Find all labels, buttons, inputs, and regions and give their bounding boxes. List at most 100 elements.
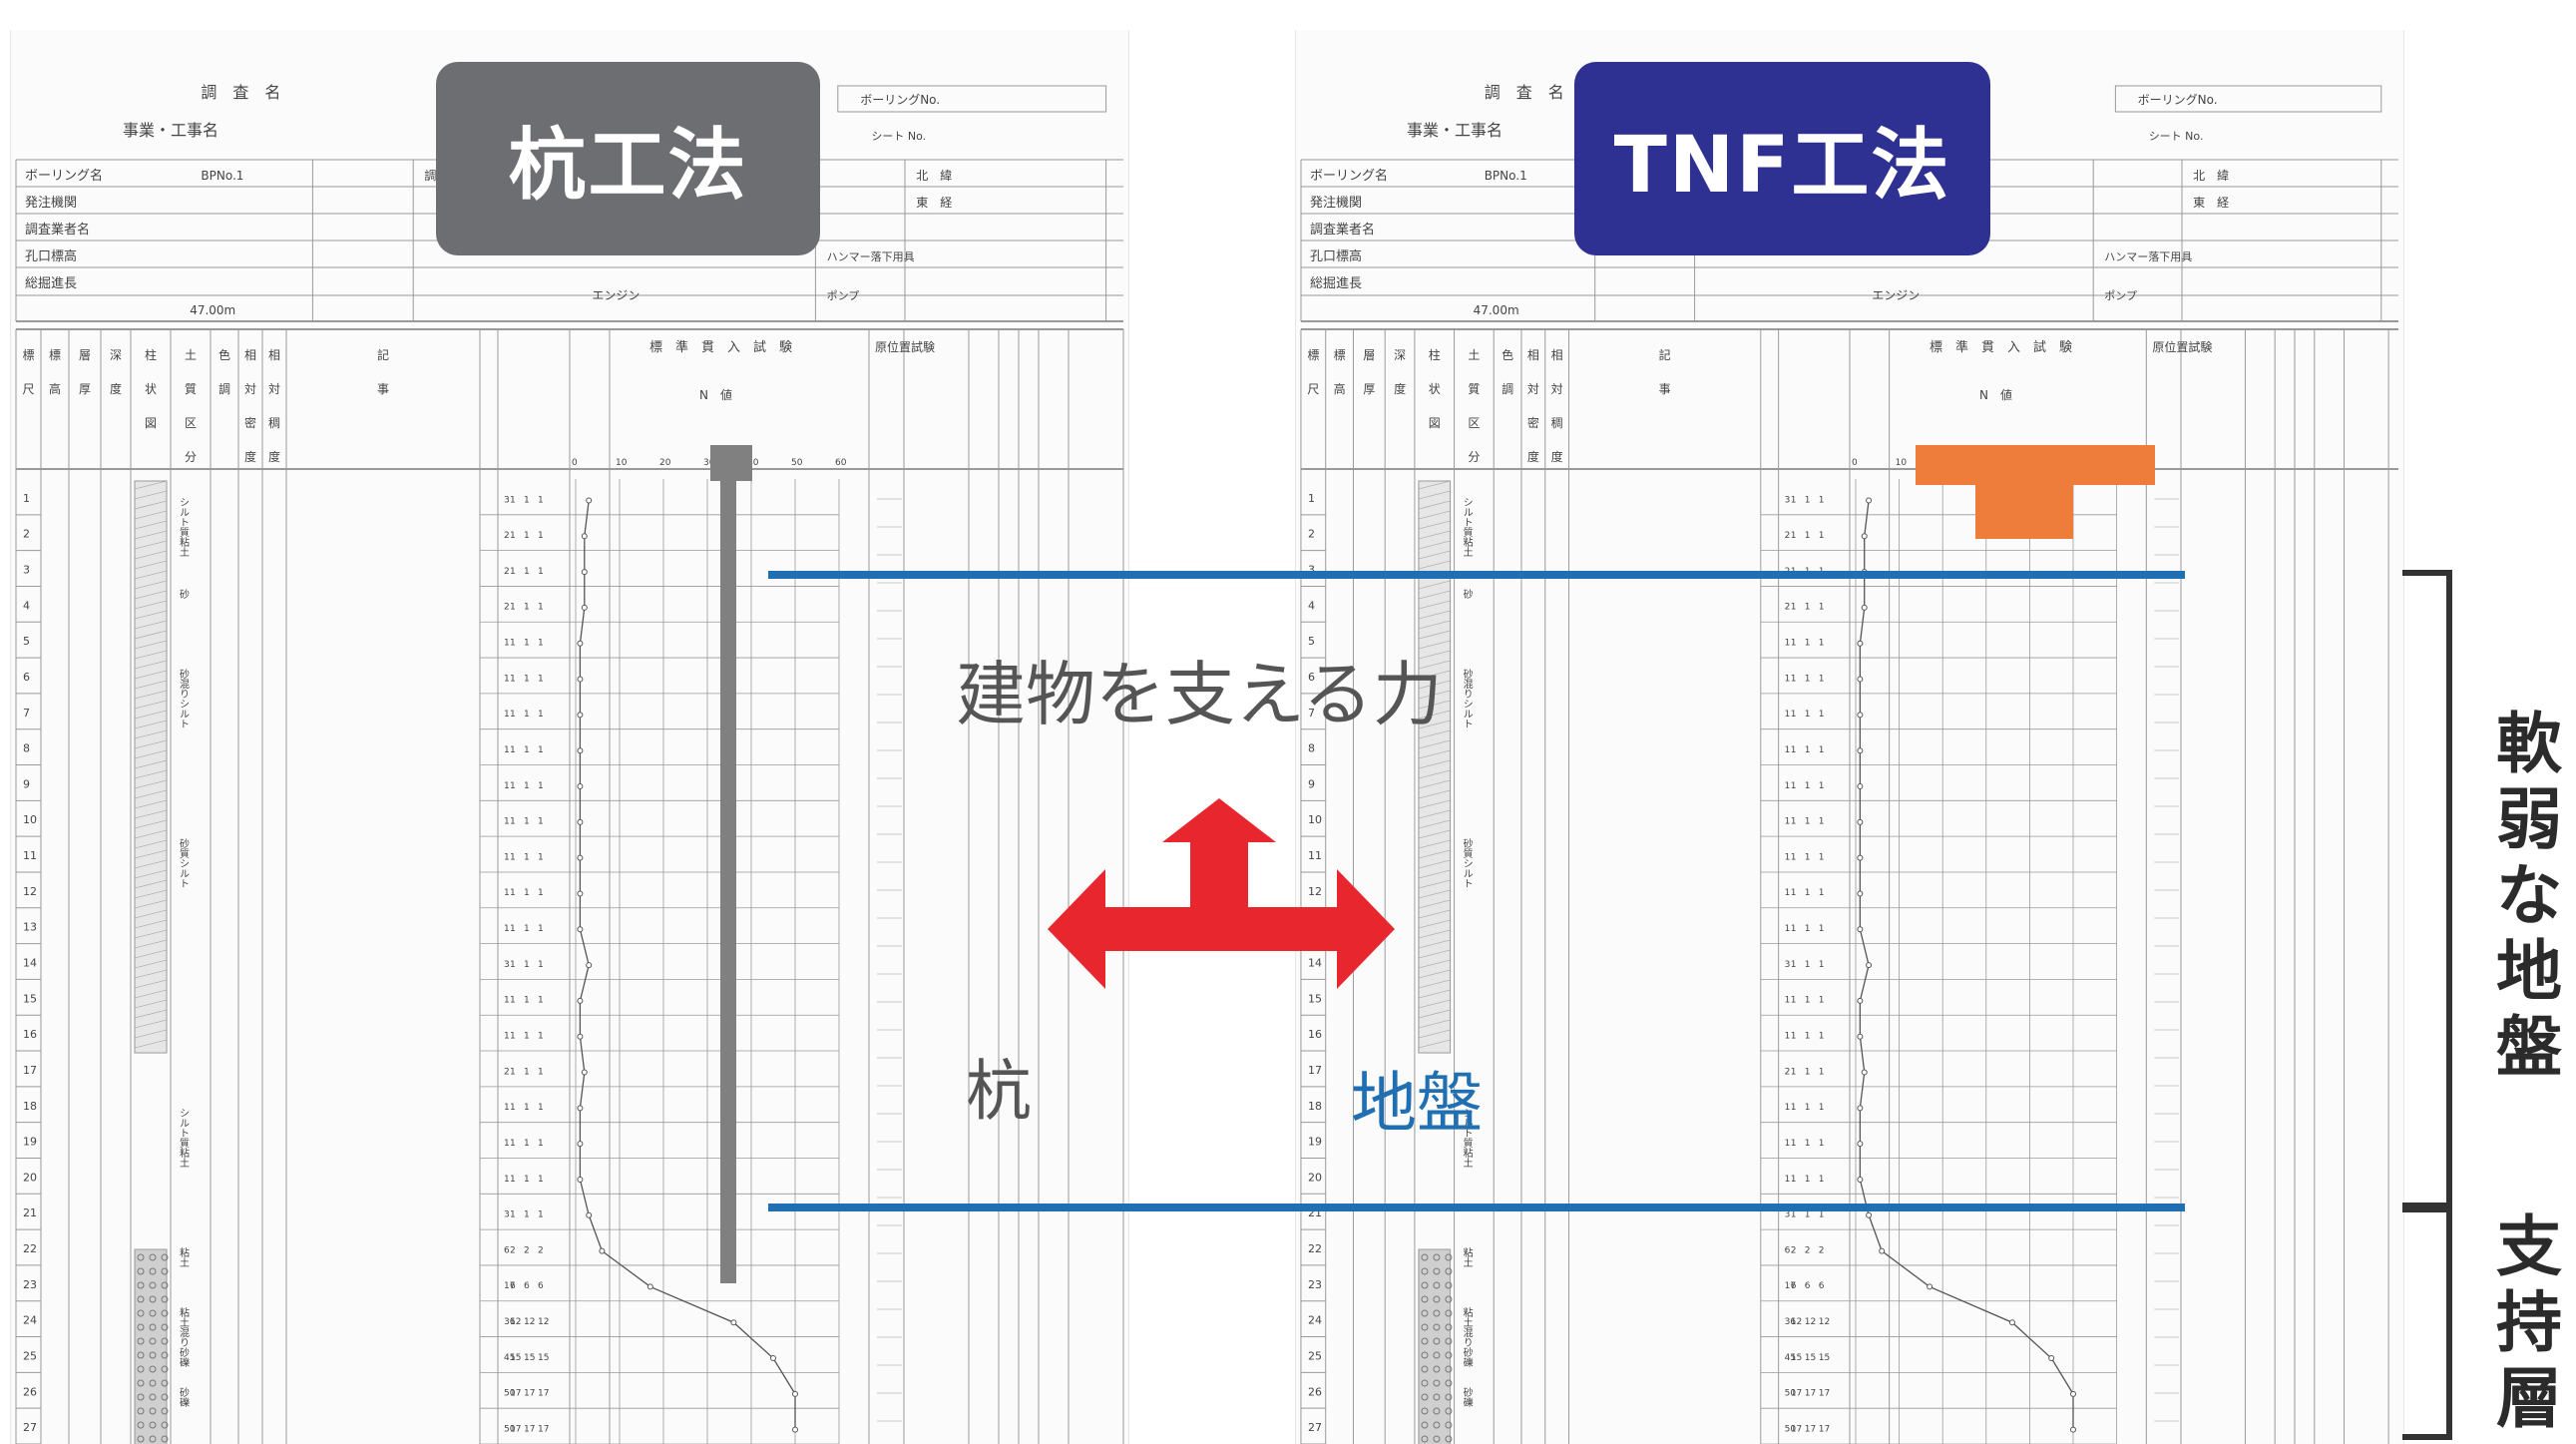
soil-hatch [1418,1029,1451,1039]
blow-count: 1 [524,852,530,862]
blow-count: 1 [1791,924,1797,934]
gravel-dot [1445,1379,1453,1387]
gravel-dot [161,1337,169,1345]
soil-name: 砂 [1461,588,1473,600]
soil-hatch [1418,799,1451,809]
depth-label: 11 [23,849,37,862]
gravel-dot [1445,1281,1453,1289]
soil-hatch [1418,600,1451,610]
blow-count: 1 [1791,817,1797,827]
n-value-text: 1 [1785,852,1791,862]
blow-count: 15 [1819,1353,1830,1363]
column-header-text: 相 [244,348,256,362]
sheet-no-label: シート No. [2149,130,2204,143]
blow-count: 17 [510,1424,521,1434]
n-axis-tick: 50 [791,458,803,468]
gravel-dot [161,1351,169,1359]
column-header-text: 厚 [79,382,91,396]
column-header-text: 事 [377,382,389,396]
header-field-label: 発注機関 [1310,196,1362,211]
n-value-text: 2 [1785,1067,1791,1077]
blow-count: 1 [538,1032,544,1042]
blow-count: 1 [1805,674,1811,684]
n-value-text: 1 [504,817,510,827]
blow-count: 1 [510,1139,516,1149]
depth-label: 6 [1308,671,1315,684]
blow-count: 6 [538,1281,544,1291]
n-value-point [1866,1211,1873,1218]
n-value-text: 3 [504,495,510,505]
n-value-point [2048,1355,2055,1362]
n-value-text: 50 [1785,1389,1797,1399]
blow-count: 12 [510,1317,521,1327]
soil-hatch [1418,610,1451,620]
n-value-text: 6 [504,1245,510,1255]
pile-method-badge: 杭工法 [436,62,820,255]
n-value-point [1927,1283,1933,1290]
soil-hatch [1418,650,1451,660]
gravel-dot [1421,1267,1429,1275]
column-header-text: 対 [1551,382,1563,396]
soft-ground-label: 軟弱な地盤 [2494,707,2564,1086]
blow-count: 1 [524,1175,530,1185]
soil-column-gravel [1418,1248,1452,1444]
soil-name: 粘土混り砂礫 [1461,1306,1473,1368]
east-label: 東 経 [2193,196,2229,210]
n-value-point [1861,1069,1868,1076]
blow-count: 6 [510,1281,516,1291]
blow-count: 15 [1791,1353,1802,1363]
soft-ground-bracket [2402,570,2452,1208]
depth-label: 14 [23,957,37,970]
soil-name: シルト質粘土 [1461,497,1473,557]
gravel-dot [161,1323,169,1331]
spt-header: 標 準 貫 入 試 験 [649,339,792,355]
n-axis-tick: 60 [835,458,847,468]
blow-count: 12 [538,1317,549,1327]
gravel-dot [1445,1309,1453,1317]
north-label: 北 緯 [2193,168,2229,183]
depth-label: 25 [1308,1349,1322,1362]
n-value-point [577,1033,584,1040]
soil-hatch [134,630,168,640]
total-length-value: 47.00m [190,303,235,317]
blow-count: 1 [1791,639,1797,649]
n-value-point [1857,712,1864,719]
n-value-point [1857,818,1864,825]
soil-hatch [1418,959,1451,969]
column-header-text: 分 [1468,450,1480,464]
soil-hatch [1418,919,1451,929]
blow-count: 1 [1791,1210,1797,1220]
depth-label: 3 [23,564,30,577]
blow-count: 1 [510,567,516,577]
soil-hatch [134,1009,168,1019]
column-header-text: 区 [185,416,197,430]
blow-count: 1 [510,710,516,720]
gravel-dot [161,1253,169,1261]
column-header-text: 区 [1468,416,1480,430]
blow-count: 1 [1805,603,1811,613]
header-field-label: 孔口標高 [1310,248,1362,264]
gravel-dot [161,1295,169,1303]
gravel-dot [149,1337,157,1345]
soil-hatch [134,829,168,839]
soft-ground-label-char: 地 [2496,933,2562,1010]
gravel-dot [161,1407,169,1415]
soil-hatch [134,869,168,879]
blow-count: 17 [538,1389,549,1399]
soil-hatch [134,710,168,720]
n-value-point [577,712,584,719]
left-boring-log-sheet: 調 査 名事業・工事名ボーリングNo.シート No.ボーリング名発注機関調査業者… [10,30,1129,1444]
soil-hatch [1418,1009,1451,1019]
soil-hatch [134,510,168,520]
n-value-text: 1 [1785,924,1791,934]
column-header-text: 稠 [1551,416,1563,430]
column-header-text: 図 [1429,416,1441,430]
blow-count: 1 [1805,781,1811,791]
blow-count: 1 [1819,1139,1825,1149]
gravel-dot [1445,1337,1453,1345]
depth-label: 5 [23,635,30,648]
blow-count: 12 [1819,1317,1830,1327]
soil-hatch [1418,979,1451,989]
column-header-text: 稠 [268,416,280,430]
soil-hatch [134,789,168,799]
